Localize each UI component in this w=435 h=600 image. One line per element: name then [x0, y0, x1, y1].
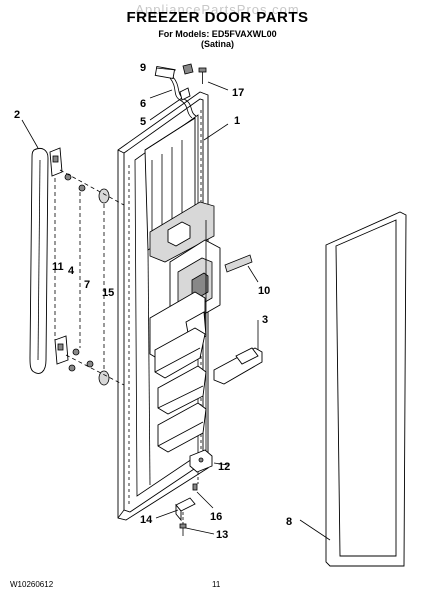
- dispenser-pad: [213, 347, 263, 385]
- callout-9: 9: [140, 62, 146, 74]
- callout-11: 11: [52, 261, 64, 273]
- callout-13: 13: [216, 529, 228, 541]
- model-line: For Models: ED5FVAXWL00: [158, 29, 277, 39]
- screws-7: [78, 184, 94, 368]
- handle-bracket-lower: [54, 335, 69, 365]
- hinge-14: [175, 497, 196, 522]
- page-number: 11: [212, 580, 221, 589]
- callout-5: 5: [140, 116, 146, 128]
- callout-2: 2: [14, 109, 20, 121]
- label-plate: [224, 254, 253, 273]
- diagram-title: FREEZER DOOR PARTS: [126, 9, 309, 26]
- wire-harness: [154, 63, 197, 119]
- callout-12: 12: [218, 461, 230, 473]
- grommets-15: [98, 188, 110, 386]
- callout-4: 4: [68, 265, 75, 277]
- screw-17: [198, 67, 207, 84]
- handle-bracket-upper: [49, 147, 63, 177]
- callout-10: 10: [258, 285, 270, 297]
- callout-1: 1: [234, 115, 240, 127]
- screws-4: [64, 173, 80, 372]
- door-liner: [144, 117, 221, 486]
- document-number: W10260612: [10, 580, 54, 589]
- callout-14: 14: [140, 514, 153, 526]
- model-variant: (Satina): [200, 39, 234, 49]
- assembly-lines: [54, 169, 125, 386]
- callout-6: 6: [140, 98, 146, 110]
- callout-15: 15: [102, 287, 114, 299]
- callout-16: 16: [210, 511, 222, 523]
- hinge-bracket-12: [189, 449, 213, 473]
- callout-3: 3: [262, 314, 268, 326]
- leader-lines: [21, 67, 331, 541]
- callout-8: 8: [286, 516, 292, 528]
- callout-7: 7: [84, 279, 90, 291]
- door-gasket: [325, 211, 407, 567]
- screw-13: [179, 523, 187, 536]
- callout-17: 17: [232, 87, 244, 99]
- watermark: AppliancePartsPros.com: [135, 2, 300, 17]
- door-handle: [29, 147, 49, 374]
- callouts: 2 1 3 9 6 5 17 10 12 14 16 13 8 11 4 7 1…: [14, 62, 292, 541]
- bushing-16: [192, 483, 198, 491]
